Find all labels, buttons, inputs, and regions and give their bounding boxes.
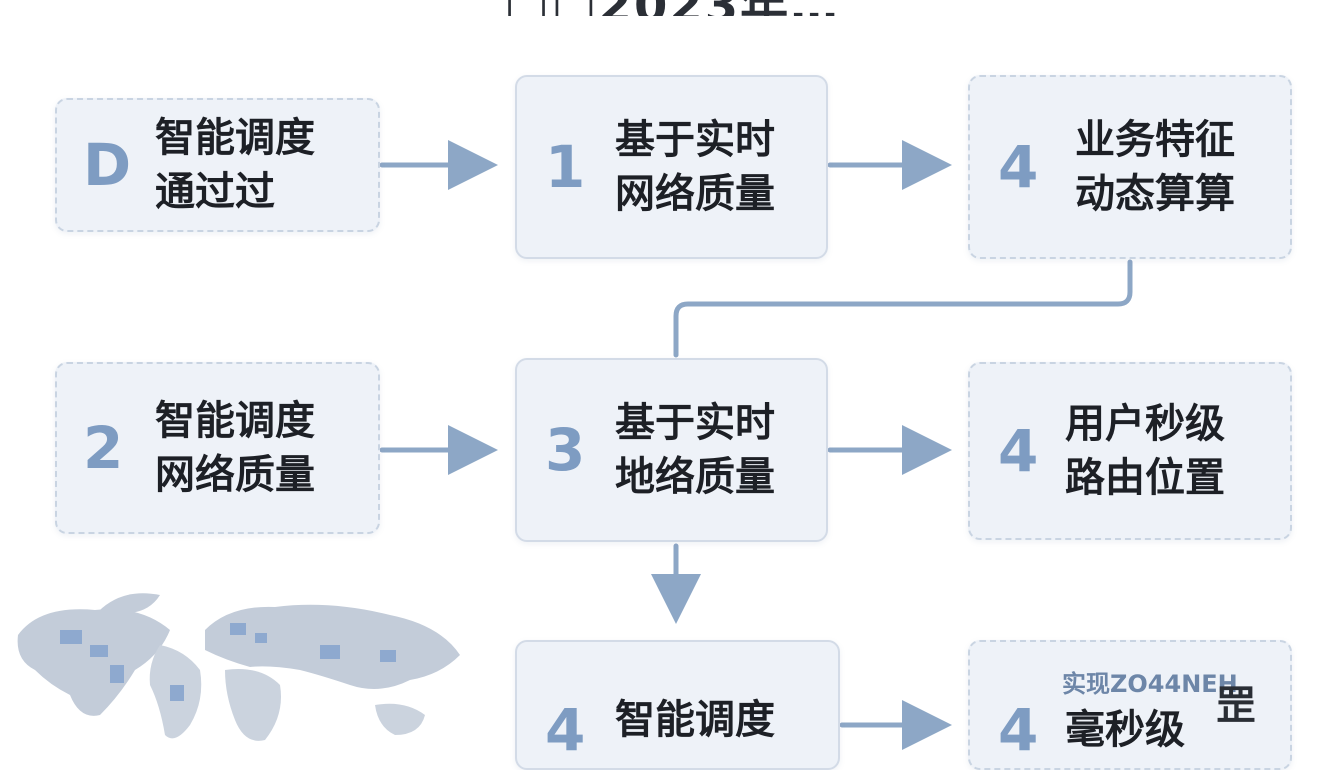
node-label: 毫秒级 bbox=[1065, 707, 1185, 753]
node-d: D 智能调度 通过过 bbox=[55, 98, 380, 232]
connector-n2-n4 bbox=[673, 259, 1133, 358]
node-label: 智能调度 网络质量 bbox=[155, 398, 315, 498]
node-number: 1 bbox=[545, 133, 586, 201]
node-edge-glyph: 罡 bbox=[1216, 683, 1256, 729]
diagram-title: □□2023年… bbox=[0, 0, 1344, 16]
node-number: 2 bbox=[83, 414, 124, 482]
node-label: 业务特征 动态算算 bbox=[1075, 117, 1235, 217]
node-number: 3 bbox=[545, 416, 586, 484]
node-label: 基于实时 网络质量 bbox=[615, 117, 775, 217]
node-number: 4 bbox=[545, 696, 586, 764]
node-7: 实现ZO44NEH 4 毫秒级 罡 bbox=[968, 640, 1292, 770]
node-number: 4 bbox=[998, 696, 1039, 764]
node-5: 4 用户秒级 路由位置 bbox=[968, 362, 1292, 540]
world-map-image bbox=[17, 593, 460, 741]
node-6: 4 智能调度 bbox=[515, 640, 840, 770]
node-1: 1 基于实时 网络质量 bbox=[515, 75, 828, 259]
node-label: 智能调度 通过过 bbox=[155, 115, 315, 215]
node-number: D bbox=[83, 131, 132, 199]
node-4: 3 基于实时 地络质量 bbox=[515, 358, 828, 542]
connector-layer bbox=[379, 140, 1133, 750]
node-number: 4 bbox=[998, 133, 1039, 201]
node-3: 2 智能调度 网络质量 bbox=[55, 362, 380, 534]
node-label: 用户秒级 路由位置 bbox=[1065, 401, 1225, 501]
node-2: 4 业务特征 动态算算 bbox=[968, 75, 1292, 259]
node-number: 4 bbox=[998, 417, 1039, 485]
node-label: 基于实时 地络质量 bbox=[615, 400, 775, 500]
node-tag: 实现ZO44NEH bbox=[1062, 670, 1238, 698]
node-label: 智能调度 bbox=[615, 697, 775, 743]
